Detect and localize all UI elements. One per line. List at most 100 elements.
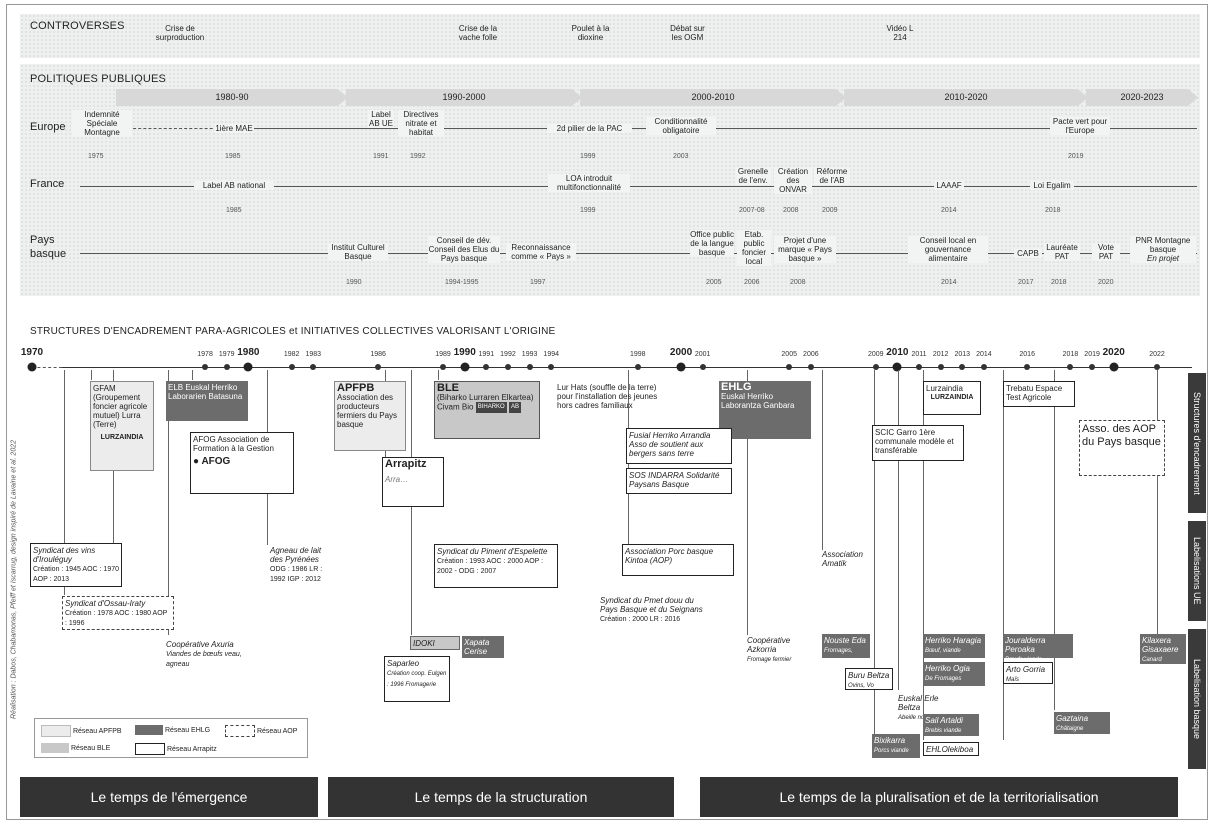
europe-directives-year: 1992 [410,153,426,160]
timeline-year-2020: 2020 [1102,347,1125,358]
france-egalim-year: 2018 [1045,207,1061,214]
herriko2-title: Herriko Ogia [925,664,970,673]
box-ehl: EHLOlekiboa [923,742,979,756]
timeline-year-1982: 1982 [283,351,300,358]
lurzaindia-logo: LURZAINDIA [100,434,144,441]
vline-2022 [1157,370,1158,635]
pays-basque-line [80,253,1197,254]
era-2010-2020: 2010-2020 [844,89,1088,106]
axuria-detail: Viandes de bœufs veau, agneau [166,651,242,668]
france-loa: LOA introduit multifonctionnalité [548,174,630,192]
vline-2016 [1003,370,1004,740]
timeline-year-1978: 1978 [197,351,213,358]
jouralderra-title: Jouralderra Peroaka [1005,636,1046,654]
pb-projet-marque-year: 2008 [790,279,806,286]
france-grenelle: Grenelle de l'env. [735,167,771,185]
timeline-dot-1992 [504,364,511,370]
pb-institut-culturel: Institut Culturel Basque [328,243,388,261]
buru-detail: Ovins, Vo [848,683,874,689]
legend-aop: Réseau AOP [225,725,297,737]
box-elb: ELB Euskal Herriko Laborarien Batasuna [166,381,248,421]
timeline-dot-2014 [980,364,987,370]
porc-stat-detail: Création : 2000 LR : 2016 [600,616,681,623]
france-onvar: Création des ONVAR [774,167,812,194]
timeline-year-2012: 2012 [932,351,949,358]
timeline-year-1991: 1991 [478,351,495,358]
timeline-year-1992: 1992 [500,351,516,358]
timeline-year-2014: 2014 [976,351,992,358]
legend-ble-text: Réseau BLE [70,744,111,752]
pb-reconnaissance: Reconnaissance comme « Pays » [506,243,576,261]
side-structures: Structures d'encadrement [1188,373,1206,513]
nouste-detail: Fromages, Ovins [824,648,853,665]
ab-logo-icon: AB [508,402,521,413]
bixikarra-detail: Porcs viande [874,748,909,754]
box-scic: SCIC Garro 1ère communale modèle et tran… [872,425,964,461]
timeline-dot-2012 [937,364,944,370]
timeline-dot-2000 [676,362,686,372]
timeline-year-1994: 1994 [543,351,560,358]
irouleguy-title: Syndicat des vins d'Irouléguy [33,546,96,564]
ble-text: (Biharko Lurraren Elkartea) Civam Bio [437,393,534,412]
vline-2006 [747,370,748,635]
timeline-year-1983: 1983 [305,351,322,358]
legend: Réseau APFPB Réseau EHLG Réseau AOP Rése… [34,718,308,758]
saparleo-title: Saparleo [387,659,420,668]
pb-conseil-dev: Conseil de dév. Conseil des Elus du Pays… [428,236,500,263]
timeline-year-2009: 2009 [867,351,884,358]
era-1980-90: 1980-90 [116,89,348,106]
saparleo-detail: Création coop. Eulgen : 1996 Fromagerie [387,671,447,688]
box-aop-asso: Asso. des AOP du Pays basque [1079,420,1165,476]
lurzaindia-logo-2: LURZAINDIA [930,394,974,401]
pb-etab-foncier: Etab. public foncier local [737,230,771,266]
axuria-title: Coopérative Axuria [166,640,234,649]
europe-conditionnalite-year: 2003 [673,153,689,160]
timeline-dot-1980 [243,362,253,372]
controversy-vache-folle: Crise de la vache folle [458,24,498,42]
vline-1983 [192,370,193,380]
europe-ism: Indemnité Spéciale Montagne [72,110,132,137]
vline-1993 [438,370,439,380]
pb-pnr-label: PNR Montagne basque [1135,236,1191,254]
timeline-dot-2010 [892,362,902,372]
apfpb-title: APFPB [337,382,375,394]
row-france-label: France [30,178,65,190]
vline-1979 [91,370,92,380]
credit: Réalisation : Dabos, Chabamonas, Pfeiff … [10,440,18,719]
phase-pluralisation: Le temps de la pluralisation et de la te… [700,777,1178,817]
sail-detail: Brebis viande [925,728,962,734]
timeline-dot-2020 [1109,362,1119,372]
europe-pacte-vert: Pacte vert pour l'Europe [1050,117,1110,135]
box-porc-stat: Syndicat du Pmet douu du Pays Basque et … [598,594,710,638]
timeline-dot-2006 [807,364,814,370]
kilaxera-detail: Canard [1142,657,1162,663]
pb-reconnaissance-year: 1997 [530,279,546,286]
controverses-title: CONTROVERSES [30,20,125,32]
france-egalim: Loi Egalim [1030,181,1074,190]
legend-ehlg: Réseau EHLG [135,725,210,735]
timeline-year-2005: 2005 [781,351,797,358]
france-onvar-year: 2008 [783,207,799,214]
timeline-dot-2001 [699,364,706,370]
timeline-year-1986: 1986 [370,351,386,358]
pb-laureate-pat: Lauréate PAT [1044,243,1080,261]
piment-detail: Création : 1993 AOC : 2000 AOP : 2002 - … [437,558,544,575]
france-laaaf: LAAAF [934,181,964,190]
timeline-dot-2016 [1024,364,1031,370]
azkorria-title: Coopérative Azkorria [747,636,791,654]
vline-1982 [168,370,169,635]
timeline-dot-2019 [1089,364,1096,370]
arrapitz-title: Arrapitz [385,458,427,470]
pb-conseil-dev-year: 1994-1995 [445,279,479,286]
